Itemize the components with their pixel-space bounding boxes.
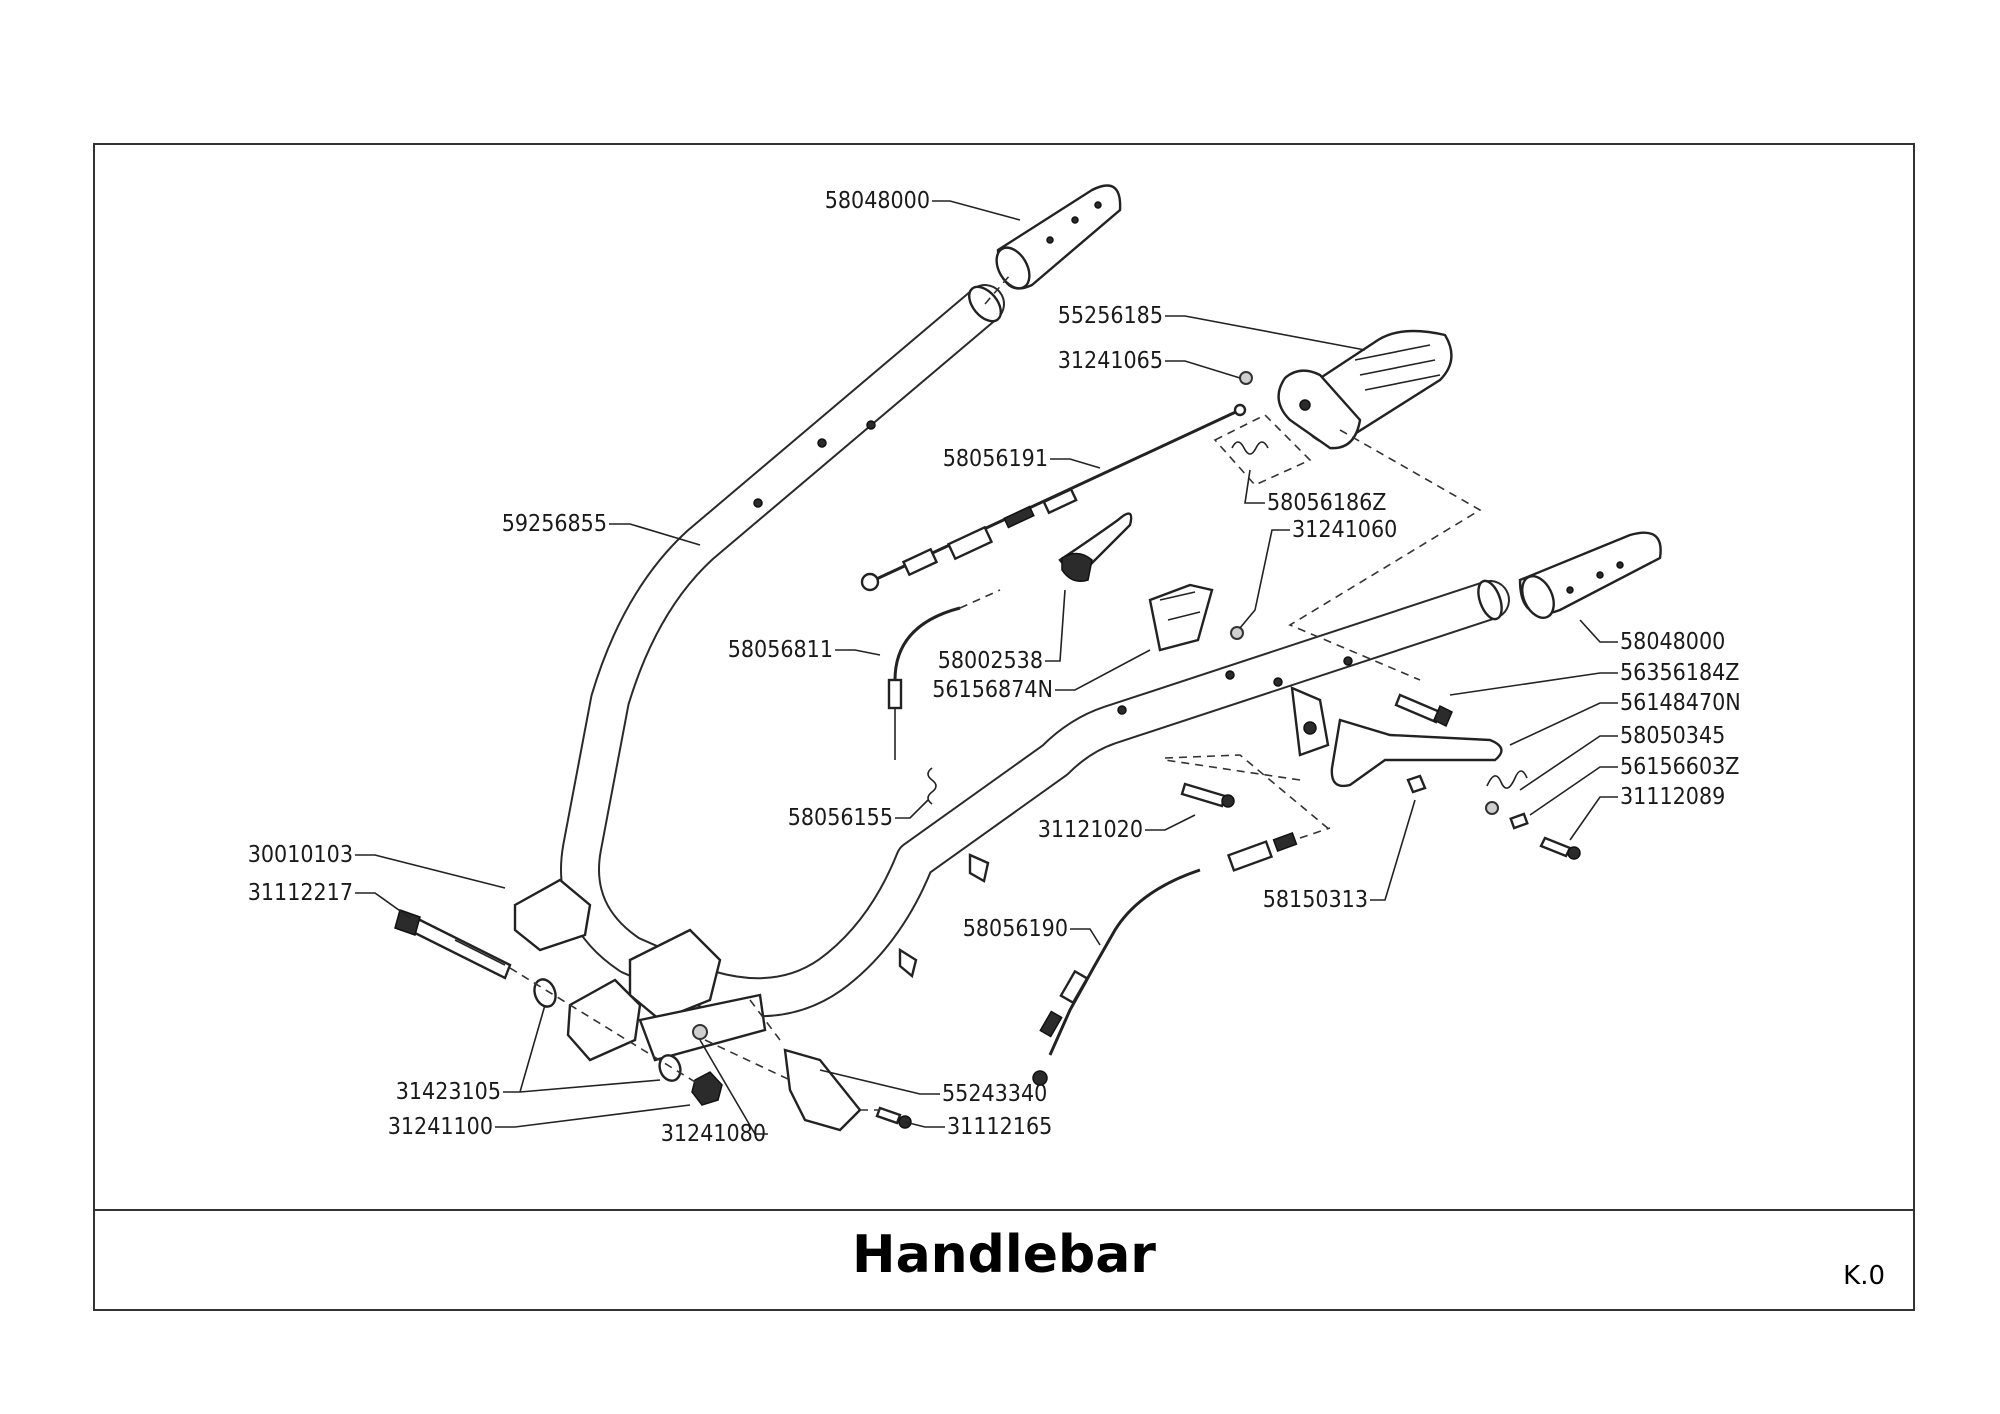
nut-58150313 bbox=[1406, 774, 1427, 794]
sheet-title: Handlebar bbox=[852, 1225, 1156, 1285]
washer-56156603Z bbox=[1485, 801, 1499, 815]
bolt-56356184Z bbox=[1394, 693, 1453, 728]
callout-31241065: 31241065 bbox=[1058, 348, 1163, 374]
sleeve bbox=[1509, 812, 1529, 830]
callout-30010103: 30010103 bbox=[248, 842, 353, 868]
callout-31423105: 31423105 bbox=[396, 1079, 501, 1105]
bracket-56156874N bbox=[1148, 583, 1214, 652]
callout-56148470N: 56148470N bbox=[1620, 690, 1741, 716]
callout-59256855: 59256855 bbox=[502, 511, 607, 537]
spring-58050345 bbox=[1486, 770, 1528, 789]
spring-58056155 bbox=[927, 767, 937, 805]
callout-56156874N: 56156874N bbox=[932, 677, 1053, 703]
spring-58056186Z bbox=[1213, 414, 1312, 486]
callout-58048000-top: 58048000 bbox=[825, 188, 930, 214]
callout-31241100: 31241100 bbox=[388, 1114, 493, 1140]
nut-31241100 bbox=[691, 1071, 723, 1106]
right-grip bbox=[1518, 531, 1662, 619]
callout-31241060: 31241060 bbox=[1292, 517, 1397, 543]
callout-58002538: 58002538 bbox=[938, 648, 1043, 674]
callout-58150313: 58150313 bbox=[1263, 887, 1368, 913]
cable-58056811 bbox=[887, 589, 1001, 760]
assembly-line-3 bbox=[1164, 759, 1301, 781]
bolt-31121020 bbox=[1180, 782, 1235, 808]
callout-58050345: 58050345 bbox=[1620, 723, 1725, 749]
leader-lines bbox=[355, 200, 1618, 1135]
callout-31112217: 31112217 bbox=[248, 880, 353, 906]
callout-31241080: 31241080 bbox=[661, 1121, 766, 1147]
callout-56156603Z: 56156603Z bbox=[1620, 754, 1739, 780]
assembly-line-2 bbox=[1164, 754, 1331, 831]
cable-58056190 bbox=[1032, 827, 1331, 1086]
callout-55256185: 55256185 bbox=[1058, 303, 1163, 329]
sheet-code: K.0 bbox=[1843, 1261, 1885, 1291]
callout-56356184Z: 56356184Z bbox=[1620, 660, 1739, 686]
lever-58002538 bbox=[1058, 512, 1133, 582]
part-callouts: 58048000 55256185 31241065 58056191 5805… bbox=[248, 188, 1741, 1147]
callout-31121020: 31121020 bbox=[1038, 817, 1143, 843]
callout-31112165: 31112165 bbox=[947, 1114, 1052, 1140]
title-block: Handlebar K.0 bbox=[95, 1209, 1913, 1309]
callout-31112089: 31112089 bbox=[1620, 784, 1725, 810]
callout-58048000-right: 58048000 bbox=[1620, 629, 1725, 655]
bolt-31112217 bbox=[394, 909, 512, 980]
left-grip bbox=[984, 184, 1122, 305]
cable-58056191 bbox=[860, 403, 1247, 592]
callout-58056191: 58056191 bbox=[943, 446, 1048, 472]
lever-56148470N bbox=[1290, 686, 1503, 788]
lower-mount bbox=[513, 878, 862, 1132]
nut-31241080 bbox=[692, 1024, 708, 1040]
callout-58056190: 58056190 bbox=[963, 916, 1068, 942]
bolt-31112089 bbox=[1539, 836, 1581, 860]
assembly-line-1 bbox=[1288, 429, 1482, 681]
throttle-grip bbox=[1277, 329, 1453, 450]
callout-58056186Z: 58056186Z bbox=[1267, 490, 1386, 516]
callout-58056155: 58056155 bbox=[788, 805, 893, 831]
nut-31241060 bbox=[1230, 626, 1244, 640]
drawing-frame: Handlebar K.0 bbox=[93, 143, 1915, 1311]
callout-58056811: 58056811 bbox=[728, 637, 833, 663]
callout-55243340: 55243340 bbox=[942, 1081, 1047, 1107]
